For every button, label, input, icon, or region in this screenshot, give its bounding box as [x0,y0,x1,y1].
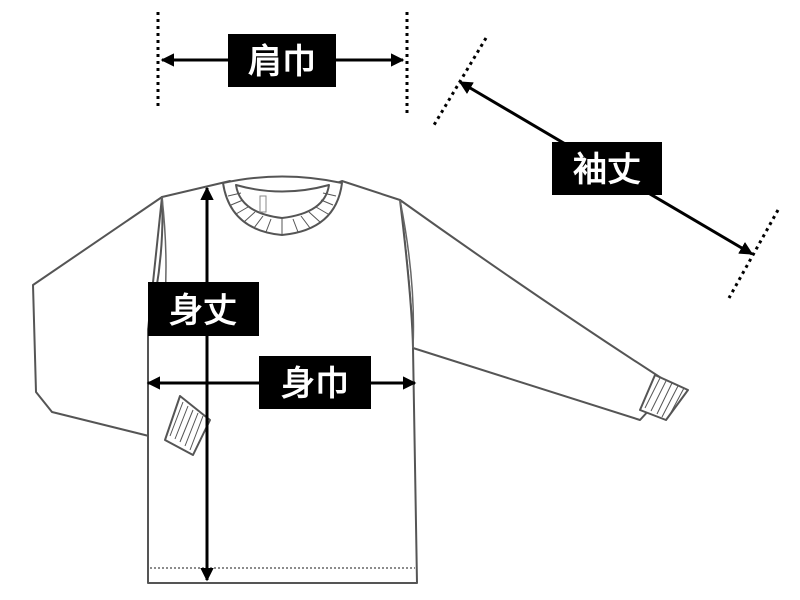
sleeve-length-label: 袖丈 [573,150,641,190]
body-length-dimension: 身丈 [148,186,259,582]
body-width-label: 身巾 [281,364,349,404]
shoulder-width-label-bg [228,34,336,87]
body-length-label-bg [148,282,259,336]
right-sleeve [399,199,673,421]
neck-opening [235,184,330,219]
left-cuff [164,395,211,456]
long-sleeve-tshirt-icon [32,175,689,584]
shoulder-width-label: 肩巾 [248,42,316,82]
left-cuff-rib-lines [169,401,204,451]
sleeve-bottom-guide [727,209,780,299]
right-cuff-rib-lines [644,377,685,419]
neck-rib-lines [227,192,337,234]
sleeve-length-dimension: 袖丈 [432,37,780,299]
neck-label-tag [259,195,267,213]
sleeve-length-label-bg [552,142,662,195]
sleeve-top-guide [432,37,488,126]
right-armhole-seam [399,199,415,349]
shoulder-width-dimension: 肩巾 [156,12,409,115]
body-length-label: 身丈 [169,291,237,331]
body-width-dimension: 身巾 [146,356,417,409]
body-width-label-bg [259,356,371,409]
